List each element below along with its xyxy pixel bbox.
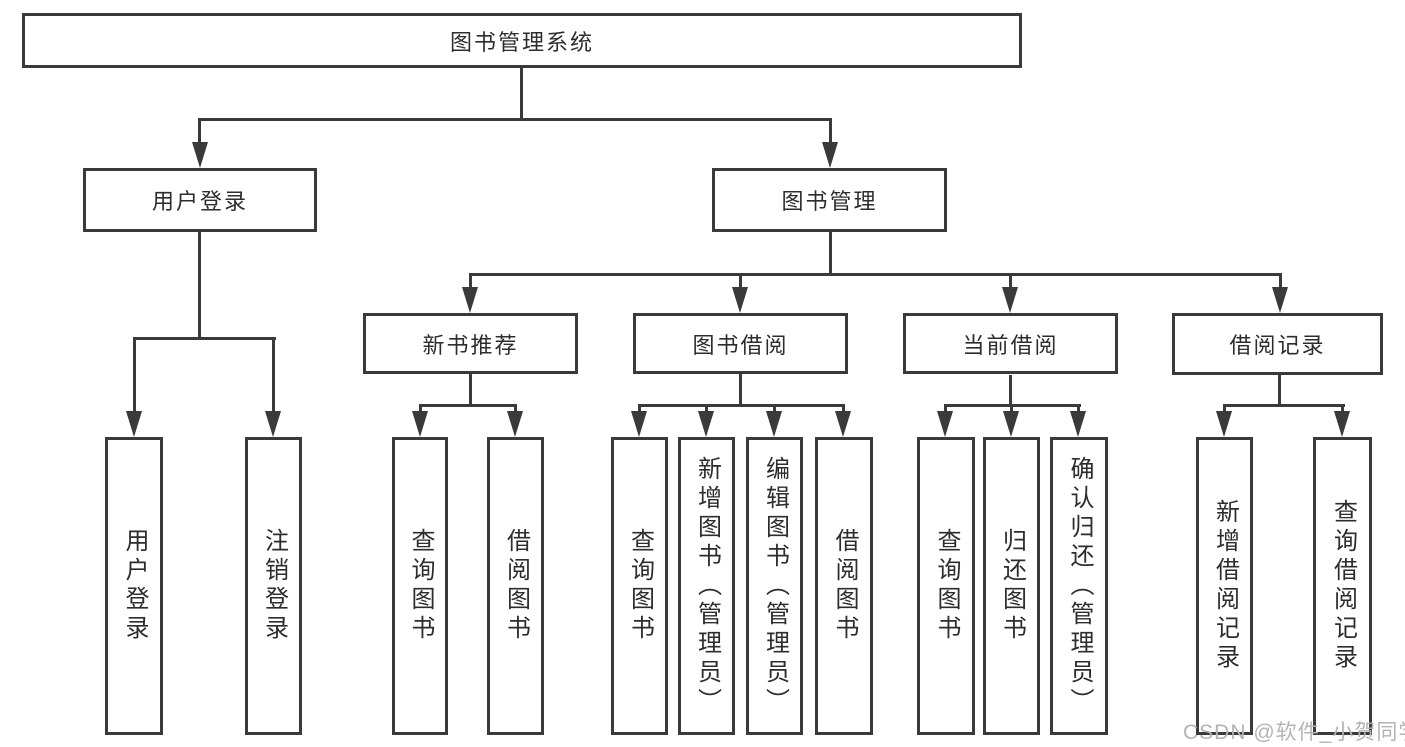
connector-line xyxy=(944,404,947,414)
connector-line xyxy=(1279,273,1282,291)
connector-line xyxy=(520,68,523,118)
node-borrowing-records: 借阅记录 xyxy=(1172,313,1383,375)
arrowhead-down-icon xyxy=(192,142,208,168)
connector-line xyxy=(469,374,472,407)
arrowhead-down-icon xyxy=(822,142,838,168)
connector-line xyxy=(1278,375,1281,407)
connector-line xyxy=(419,404,517,407)
connector-line xyxy=(1009,375,1012,407)
arrowhead-down-icon xyxy=(1334,411,1350,437)
arrowhead-down-icon xyxy=(126,411,142,437)
node-bb-add-book-admin: 新增图书（管理员） xyxy=(678,437,735,735)
arrowhead-down-icon xyxy=(507,411,523,437)
connector-line xyxy=(469,273,1282,276)
node-new-book-recommend: 新书推荐 xyxy=(363,313,578,374)
arrowhead-down-icon xyxy=(462,287,478,313)
node-nbr-borrow-books: 借阅图书 xyxy=(487,437,544,735)
node-user-login-leaf: 用户登录 xyxy=(105,437,163,735)
arrowhead-down-icon xyxy=(937,411,953,437)
csdn-watermark: CSDN @软件_小贺同学 xyxy=(1183,721,1405,744)
arrowhead-down-icon xyxy=(766,411,782,437)
connector-line xyxy=(198,232,201,340)
node-nbr-query-books: 查询图书 xyxy=(392,437,448,735)
node-bb-borrow-books: 借阅图书 xyxy=(815,437,873,735)
node-bb-query-books: 查询图书 xyxy=(611,437,668,735)
connector-line xyxy=(705,404,708,414)
connector-line xyxy=(829,118,832,144)
arrowhead-down-icon xyxy=(698,411,714,437)
connector-line xyxy=(1223,404,1226,414)
connector-line xyxy=(739,374,742,407)
node-br-query-borrow-record: 查询借阅记录 xyxy=(1313,437,1372,735)
arrowhead-down-icon xyxy=(1216,411,1232,437)
arrowhead-down-icon xyxy=(412,411,428,437)
node-cb-query-books: 查询图书 xyxy=(917,437,975,735)
node-book-management: 图书管理 xyxy=(712,168,947,232)
connector-line xyxy=(198,118,832,121)
node-bb-edit-book-admin: 编辑图书（管理员） xyxy=(746,437,803,735)
connector-line xyxy=(469,273,472,291)
arrowhead-down-icon xyxy=(1070,411,1086,437)
node-br-add-borrow-record: 新增借阅记录 xyxy=(1196,437,1253,735)
arrowhead-down-icon xyxy=(732,287,748,313)
connector-line xyxy=(773,404,776,414)
connector-line xyxy=(1009,273,1012,291)
arrowhead-down-icon xyxy=(1002,287,1018,313)
connector-line xyxy=(638,404,641,414)
node-cb-return-books: 归还图书 xyxy=(983,437,1040,735)
arrowhead-down-icon xyxy=(631,411,647,437)
connector-line xyxy=(1223,404,1345,407)
connector-line xyxy=(133,337,136,412)
arrowhead-down-icon xyxy=(1272,287,1288,313)
arrowhead-down-icon xyxy=(265,411,281,437)
node-user-login: 用户登录 xyxy=(83,168,317,232)
connector-line xyxy=(198,118,201,144)
node-library-management-system: 图书管理系统 xyxy=(22,13,1022,68)
connector-line xyxy=(419,404,422,414)
node-book-borrowing: 图书借阅 xyxy=(633,313,848,374)
node-current-borrowing: 当前借阅 xyxy=(903,313,1118,374)
arrowhead-down-icon xyxy=(835,411,851,437)
connector-line xyxy=(514,404,517,414)
connector-line xyxy=(1010,404,1013,414)
node-cb-confirm-return-admin: 确认归还（管理员） xyxy=(1050,437,1108,735)
connector-line xyxy=(842,404,845,414)
connector-line xyxy=(638,404,845,407)
connector-line xyxy=(133,337,276,340)
connector-line xyxy=(1341,404,1344,414)
connector-line xyxy=(1077,404,1080,414)
connector-line xyxy=(272,337,275,412)
connector-line xyxy=(739,273,742,291)
node-logout-leaf: 注销登录 xyxy=(245,437,302,735)
arrowhead-down-icon xyxy=(1003,411,1019,437)
connector-line xyxy=(829,232,832,276)
